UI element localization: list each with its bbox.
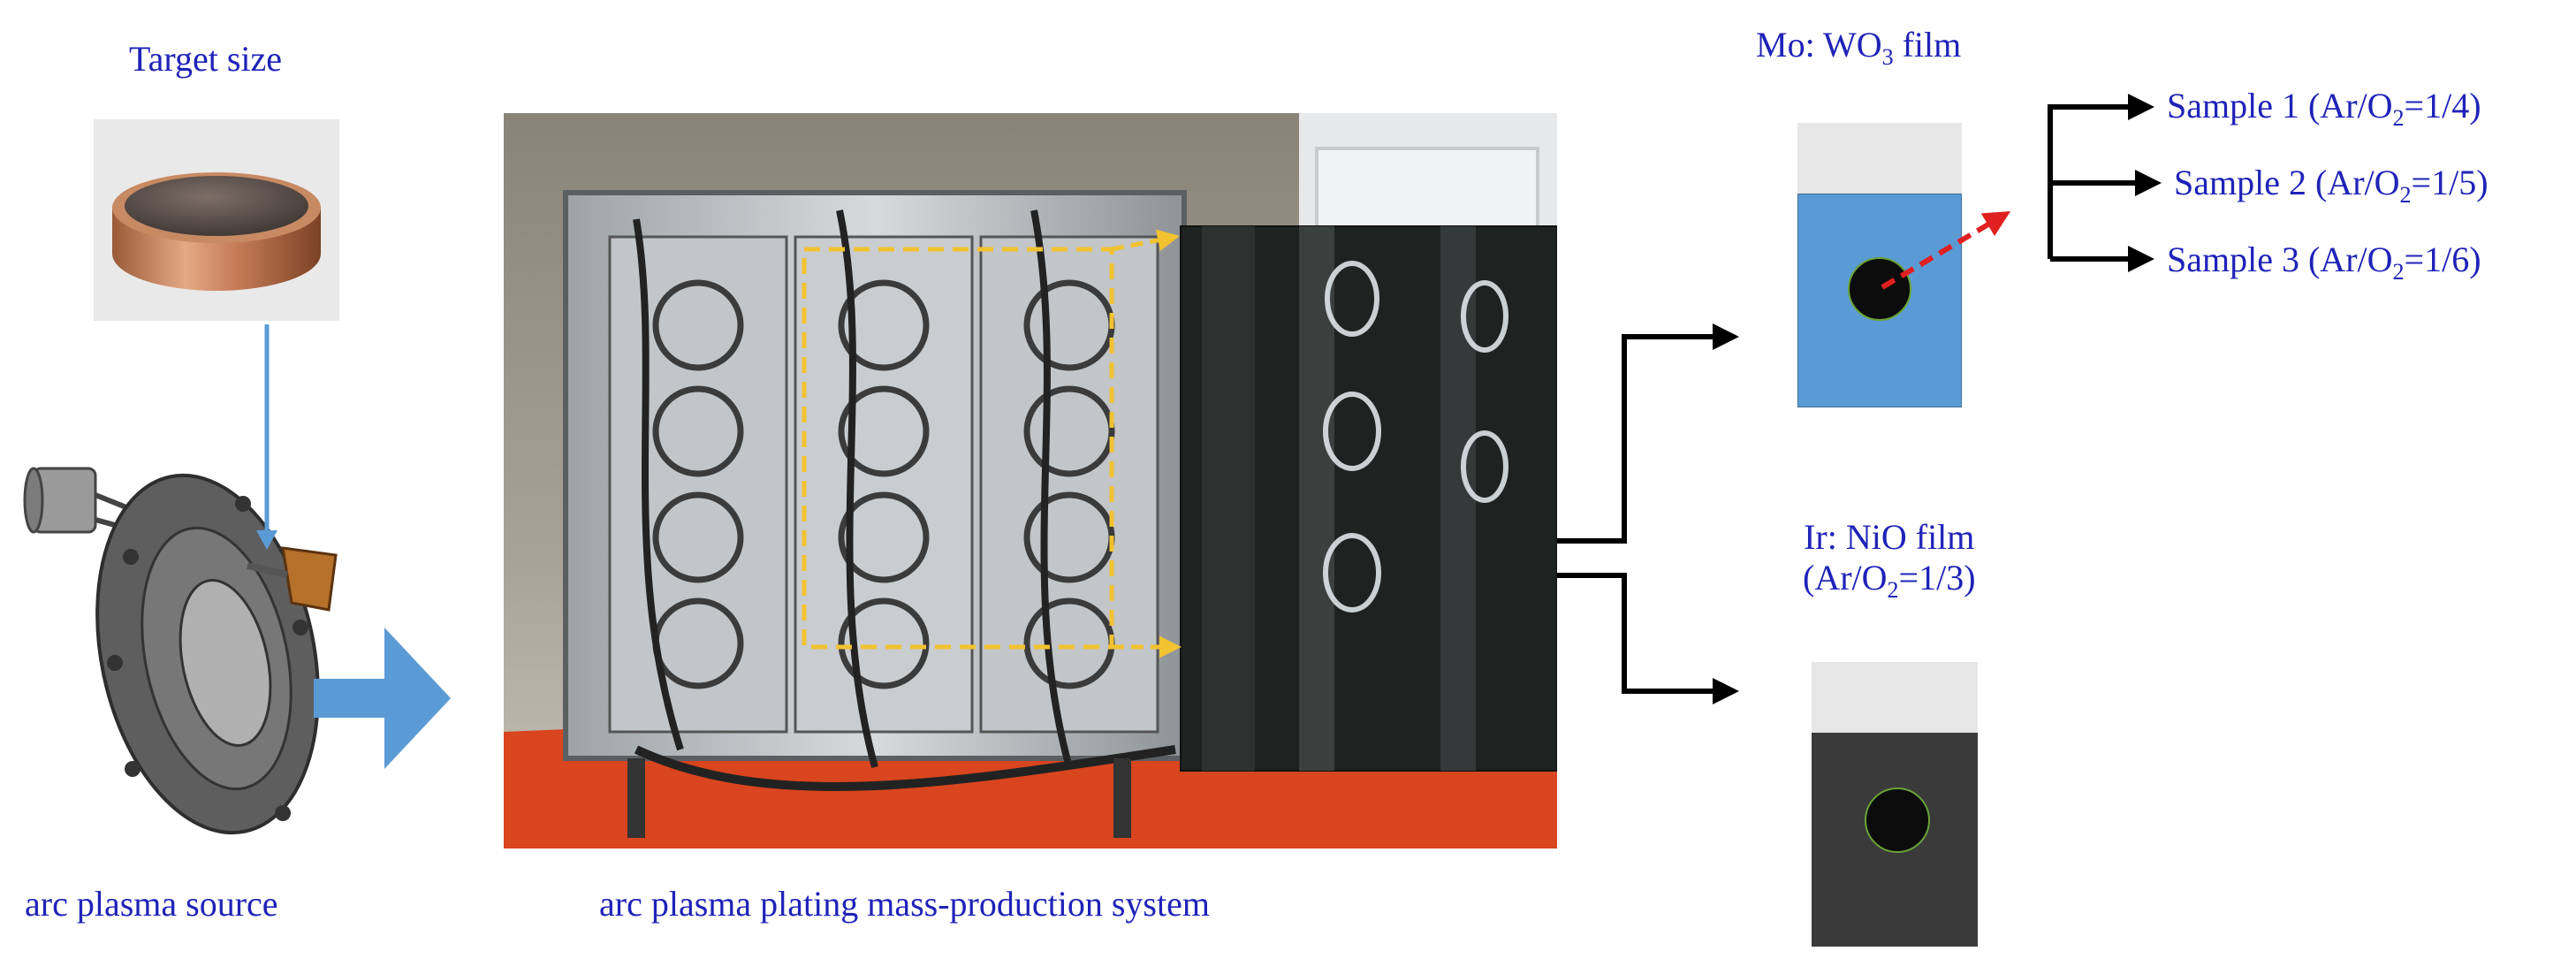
source-to-system-arrow — [314, 628, 451, 769]
target-size-label: Target size — [129, 39, 283, 79]
sample-1-prefix: Sample 1 (Ar/O — [2167, 86, 2393, 126]
ir-nio-line1: Ir: NiO film — [1804, 517, 1975, 557]
sample-3-prefix: Sample 3 (Ar/O — [2167, 240, 2393, 279]
nio-substrate — [1812, 662, 1978, 733]
target-photo — [94, 119, 339, 321]
sample-1-label: Sample 1 (Ar/O2=1/4) — [2167, 86, 2481, 132]
sample-1-sub: 2 — [2392, 105, 2405, 131]
ir-ratio-suffix: =1/3) — [1898, 558, 1976, 597]
copper-target-image — [112, 172, 321, 291]
mo-wo3-label: Mo: WO3 film — [1756, 25, 1961, 71]
sample-2-label: Sample 2 (Ar/O2=1/5) — [2174, 163, 2489, 209]
sample-2-sub: 2 — [2399, 182, 2412, 208]
wo3-sample — [1797, 123, 1962, 407]
target-to-source-arrow — [256, 324, 277, 550]
mo-wo3-suffix: film — [1893, 25, 1962, 65]
sample-3-suffix: =1/6) — [2404, 240, 2481, 279]
ir-nio-ratio: (Ar/O2=1/3) — [1803, 558, 1976, 604]
sample-3-label: Sample 3 (Ar/O2=1/6) — [2167, 240, 2481, 285]
arc-source-drawing — [18, 451, 345, 848]
ir-ratio-sub: 2 — [1887, 577, 1899, 603]
wo3-film — [1797, 194, 1962, 407]
sample-2-suffix: =1/5) — [2411, 163, 2489, 202]
ir-nio-label: Ir: NiO film (Ar/O2=1/3) — [1803, 517, 1976, 604]
arc-source-cad-image — [23, 467, 338, 835]
zoom-dashed-box — [802, 247, 1114, 650]
system-to-samples-arrows — [1557, 323, 1739, 704]
mo-wo3-sub: 3 — [1881, 44, 1894, 70]
zoom-arrow-top — [1111, 229, 1180, 252]
red-dashed-arrow — [1881, 210, 2011, 290]
mass-production-system-photo — [504, 113, 1557, 848]
wo3-branch-arrows — [2048, 94, 2162, 272]
sample-1-suffix: =1/4) — [2404, 86, 2481, 126]
mass-system-label: arc plasma plating mass-production syste… — [599, 884, 1210, 924]
nio-sample — [1812, 662, 1978, 948]
arc-source-label: arc plasma source — [25, 884, 278, 924]
mo-wo3-prefix: Mo: WO — [1756, 25, 1882, 65]
wo3-substrate — [1797, 123, 1962, 194]
ir-ratio-prefix: (Ar/O — [1803, 558, 1888, 597]
wo3-spot — [1848, 257, 1911, 321]
system-photo-image — [504, 113, 1557, 848]
nio-spot — [1865, 788, 1930, 853]
sample-2-prefix: Sample 2 (Ar/O — [2174, 163, 2400, 202]
sample-3-sub: 2 — [2392, 259, 2405, 285]
